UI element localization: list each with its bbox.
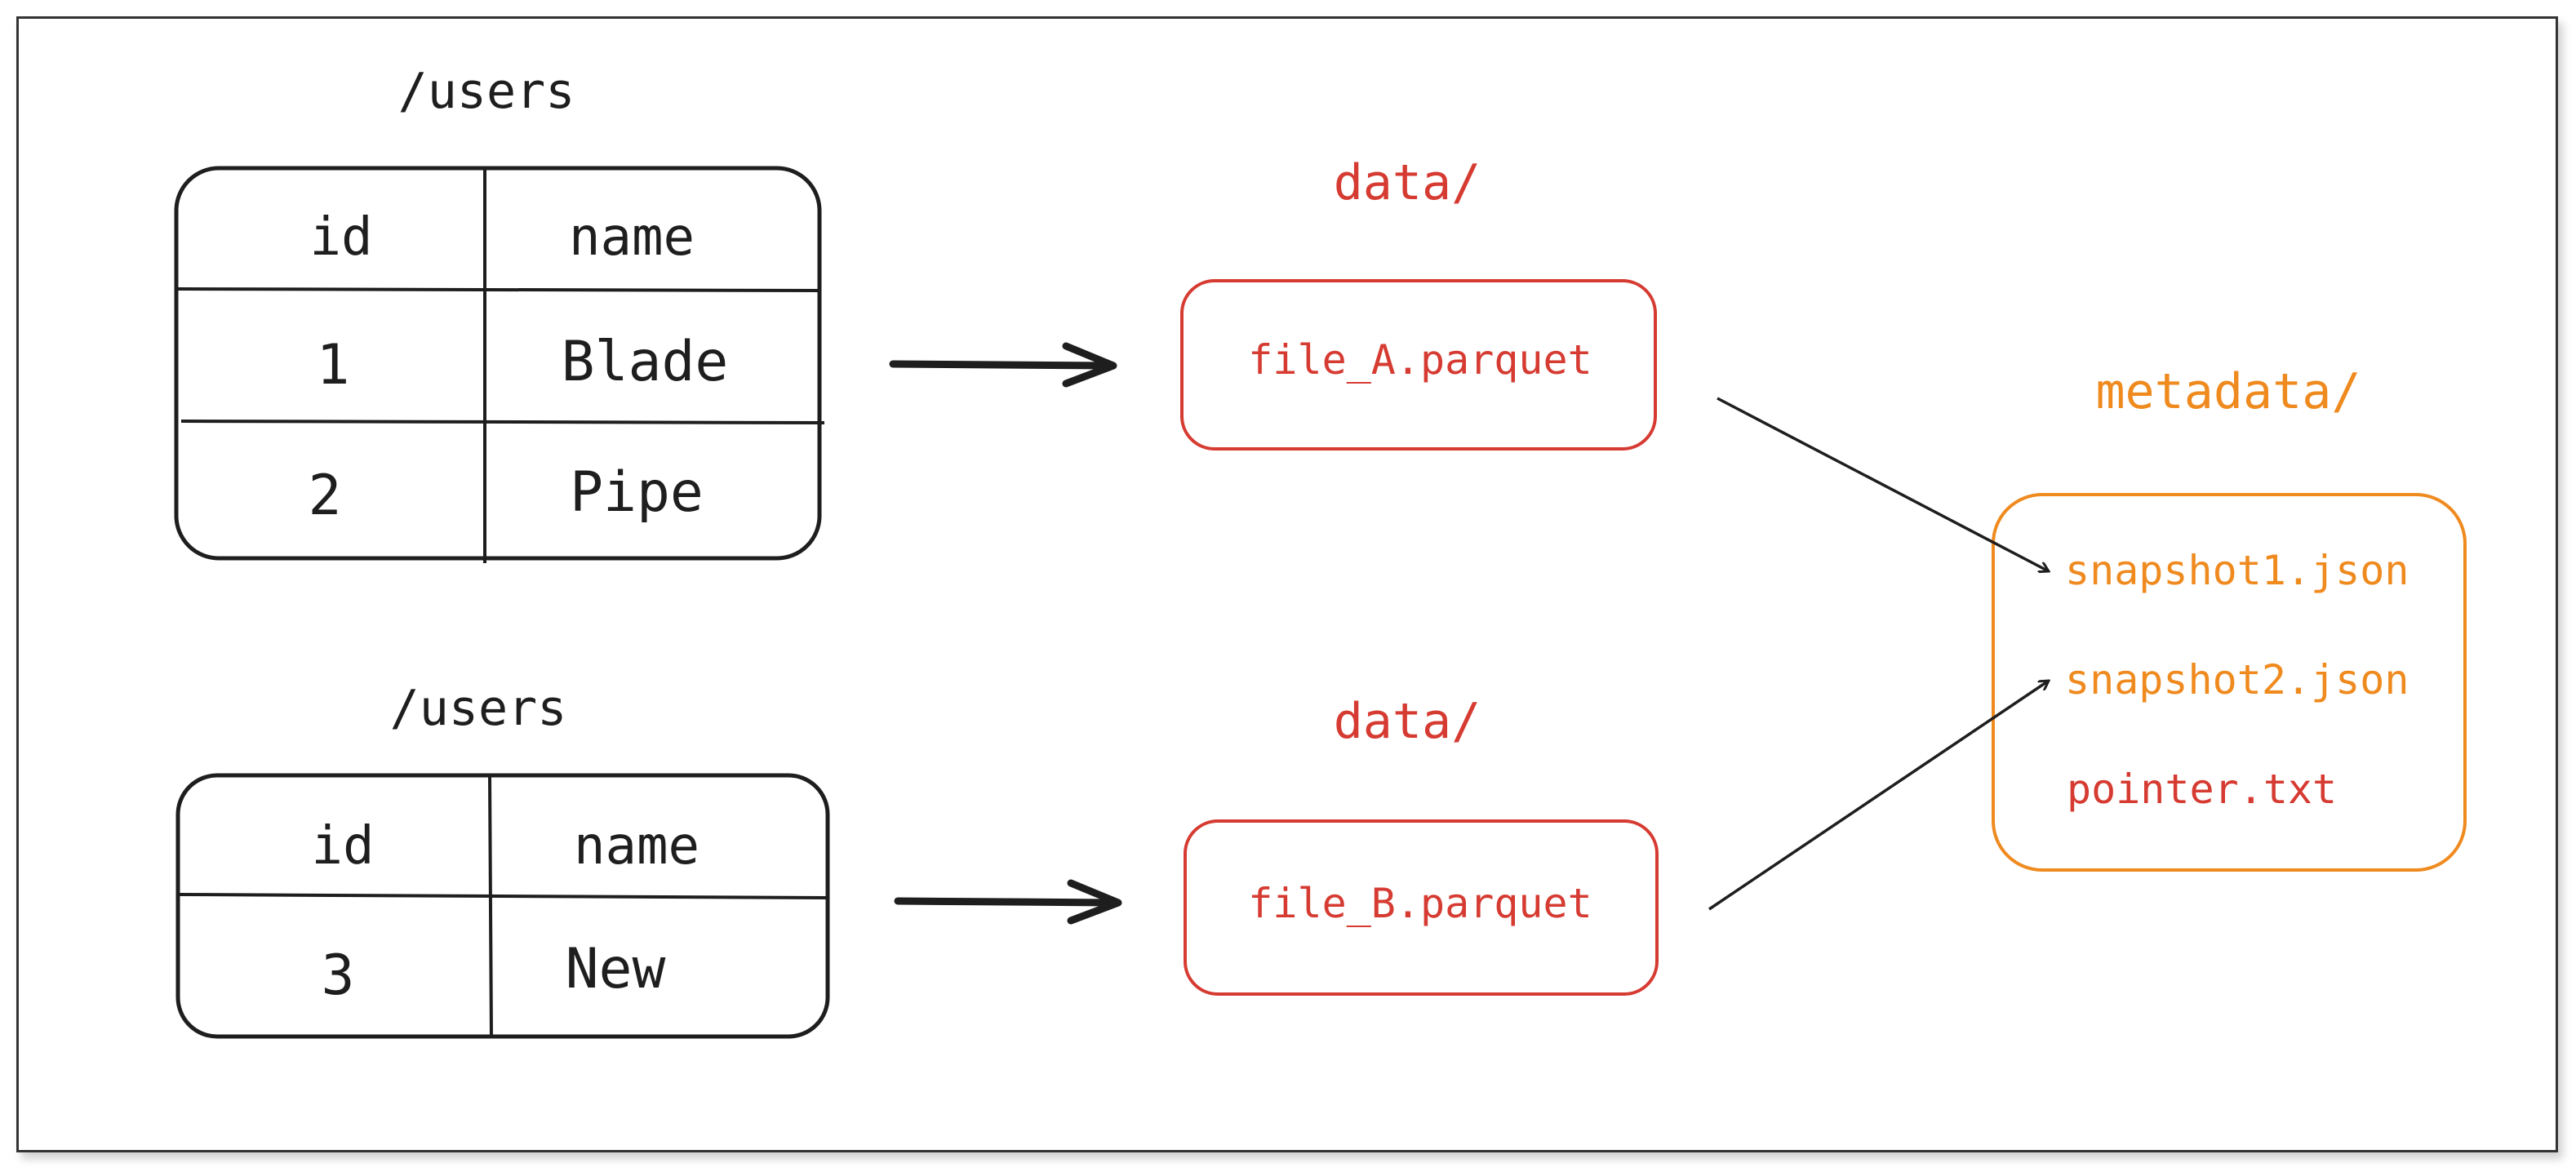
- table1-cell-name: Blade: [562, 330, 729, 394]
- table2-column-divider: [488, 776, 493, 1039]
- table1-header-name: name: [569, 207, 695, 268]
- table1-border: [174, 166, 822, 561]
- table1: id name 1 Blade 2 Pipe: [174, 166, 825, 563]
- table2-cell-id: 3: [322, 943, 355, 1008]
- file-a-box: [1180, 279, 1657, 451]
- diagram-frame: [16, 16, 2558, 1152]
- file-b-to-snapshot2-arrow: [1708, 681, 2049, 911]
- snapshot1-file-label: snapshot1.json: [2065, 547, 2409, 594]
- table2-border: [175, 773, 830, 1039]
- table2-path-label: /users: [390, 680, 567, 737]
- table2: id name 3 New: [175, 773, 830, 1039]
- table1-path-label: /users: [398, 63, 575, 120]
- file-a-label: file_A.parquet: [1248, 336, 1592, 384]
- metadata-folder-label: metadata/: [2095, 363, 2361, 420]
- file-b-box: [1184, 819, 1659, 996]
- table1-row-divider: [180, 420, 825, 424]
- table1-cell-id: 1: [317, 333, 350, 397]
- table2-header-name: name: [574, 816, 700, 877]
- table1-cell-id: 2: [309, 464, 342, 528]
- table1-cell-name: Pipe: [570, 460, 704, 525]
- table2-to-file-b-arrow: [894, 879, 1122, 925]
- file-a-to-snapshot1-arrow: [1717, 397, 2049, 571]
- table2-cell-name: New: [566, 937, 666, 1001]
- pointer-file-label: pointer.txt: [2067, 766, 2337, 813]
- table1-to-file-a-arrow: [889, 342, 1117, 388]
- table2-header-divider: [179, 893, 827, 899]
- snapshot2-file-label: snapshot2.json: [2065, 656, 2409, 704]
- table1-header-id: id: [309, 207, 372, 268]
- table2-header-id: id: [311, 816, 374, 877]
- data-folder-label: data/: [1334, 154, 1481, 211]
- data-folder-label: data/: [1334, 693, 1481, 750]
- metadata-box: [1992, 493, 2467, 872]
- file-b-label: file_B.parquet: [1248, 880, 1592, 927]
- table1-header-divider: [177, 287, 820, 292]
